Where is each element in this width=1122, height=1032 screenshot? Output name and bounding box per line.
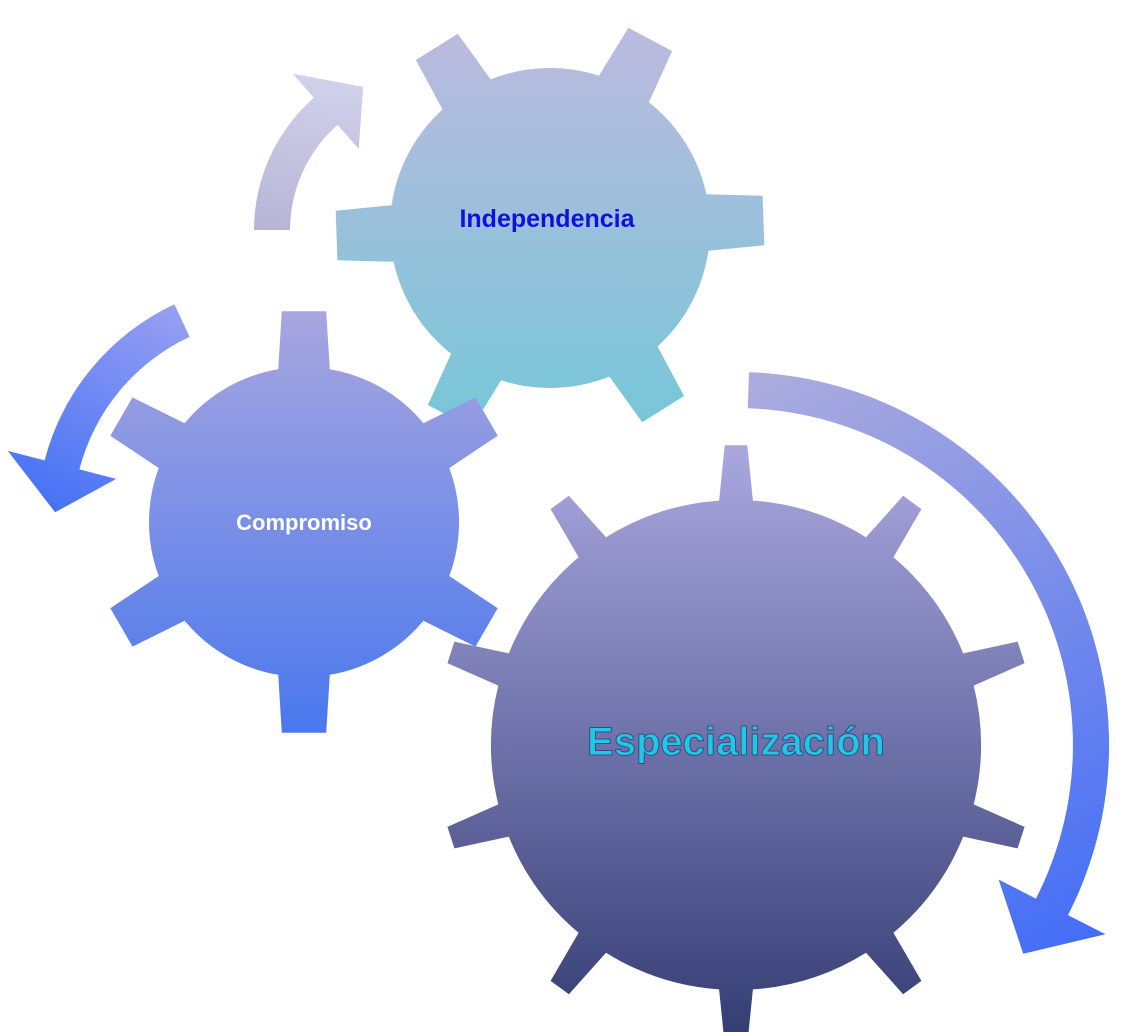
gear-label-especializacion: Especialización xyxy=(587,720,885,764)
gear-label-compromiso: Compromiso xyxy=(236,510,372,535)
gear-compromiso xyxy=(110,311,498,733)
right-arrow xyxy=(747,372,1110,954)
gear-independencia xyxy=(335,27,765,429)
gear-label-independencia: Independencia xyxy=(459,205,635,233)
left-arrow xyxy=(7,304,190,513)
top-left-arrow xyxy=(254,73,364,230)
gear-especializacion xyxy=(447,445,1025,1032)
